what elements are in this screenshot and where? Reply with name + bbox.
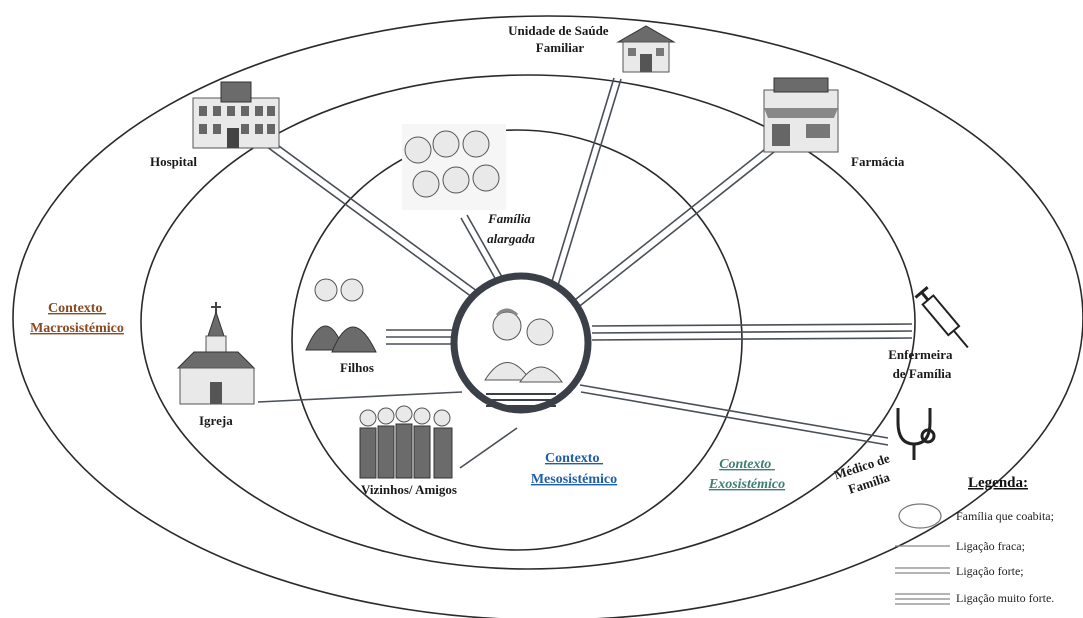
connection-filhos	[386, 329, 456, 345]
connection-lines	[247, 77, 913, 469]
connection-usf	[548, 77, 622, 293]
legend-item-weak: Ligação fraca;	[956, 539, 1025, 553]
legend-household-swatch	[898, 503, 942, 529]
mesosystem-label: Contexto Mesosistémico	[531, 451, 617, 487]
legend-strong-swatch	[895, 567, 950, 574]
exosystem-ring	[140, 74, 916, 570]
connection-familia-alargada	[460, 214, 507, 288]
igreja-label: Igreja	[199, 413, 233, 428]
macrosystem-ring	[12, 15, 1083, 618]
connection-hospital	[247, 126, 482, 301]
pharmacy-store-icon	[763, 77, 839, 153]
filhos-label: Filhos	[340, 360, 374, 375]
familia-alargada-label: Família alargada	[487, 211, 535, 246]
legend: Legenda: Família que coabita; Ligação fr…	[895, 475, 1054, 605]
connection-medico	[579, 384, 889, 446]
connection-igreja	[257, 391, 463, 403]
two-sons-icon	[305, 278, 377, 353]
connection-enfermeira	[591, 323, 913, 341]
clinic-building-icon	[616, 25, 676, 73]
hospital-label: Hospital	[150, 154, 197, 169]
macrosystem-label: Contexto Macrosistémico	[30, 301, 124, 336]
hospital-building-icon	[192, 81, 280, 149]
extended-family-portraits-icon	[402, 124, 506, 210]
church-icon	[176, 302, 256, 405]
legend-very-strong-swatch	[895, 593, 950, 605]
mesosystem-ring	[291, 129, 743, 551]
farmacia-label: Farmácia	[851, 154, 905, 169]
elderly-couple-icon	[484, 308, 563, 383]
syringe-icon	[914, 286, 969, 349]
usf-label: Unidade de Saúde Familiar	[508, 23, 612, 55]
group-of-neighbours-icon	[359, 405, 453, 479]
exosystem-label: Contexto Exosistémico	[708, 457, 785, 492]
legend-item-strong: Ligação forte;	[956, 564, 1024, 578]
medico-label: Médico de Família	[832, 449, 900, 499]
connection-vizinhos	[459, 427, 518, 469]
enfermeira-label: Enfermeira de Família	[888, 347, 956, 381]
legend-title: Legenda:	[968, 475, 1028, 491]
legend-item-very-strong: Ligação muito forte.	[956, 591, 1054, 605]
connection-farmacia	[570, 141, 780, 310]
legend-item-household: Família que coabita;	[956, 509, 1054, 523]
household-center	[450, 272, 592, 414]
stethoscope-icon	[896, 408, 936, 460]
vizinhos-label: Vizinhos/ Amigos	[361, 482, 457, 497]
